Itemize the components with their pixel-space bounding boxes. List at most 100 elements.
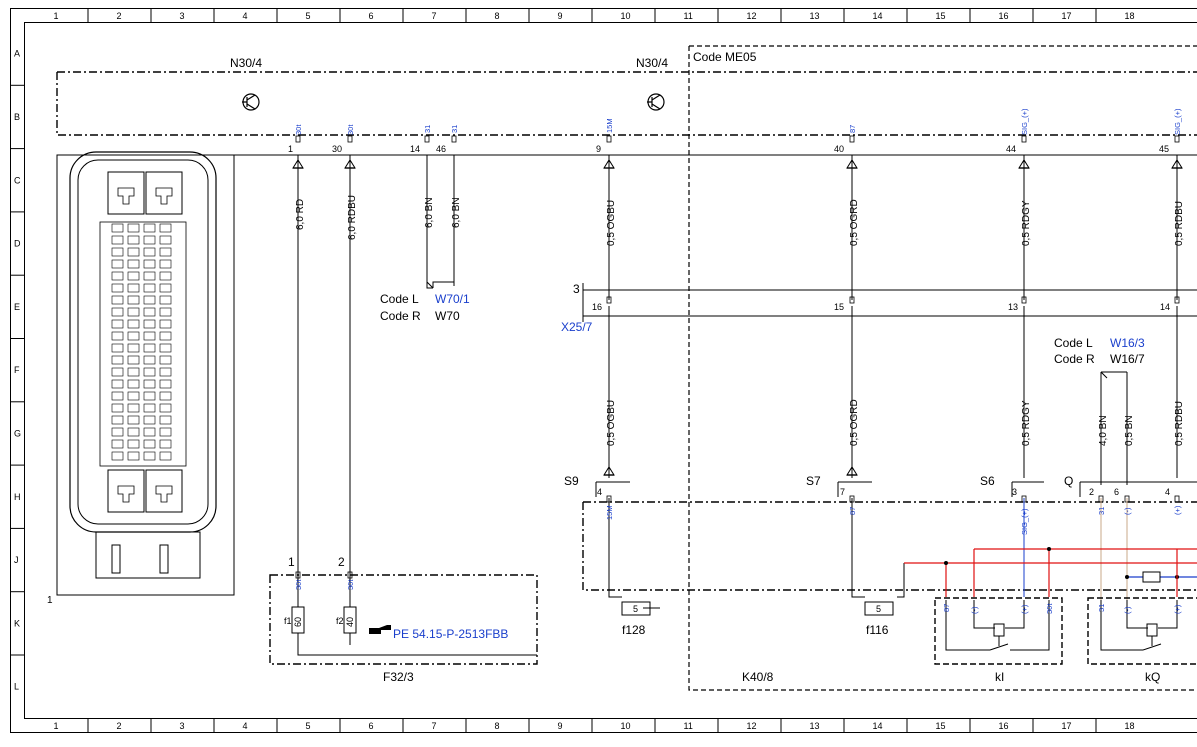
signal-label: 31 bbox=[1097, 507, 1106, 515]
code-me05-box bbox=[689, 46, 1197, 690]
connector-pin bbox=[112, 404, 123, 412]
connector-pin bbox=[144, 284, 155, 292]
f32-box bbox=[270, 575, 537, 664]
connector-pin bbox=[128, 368, 139, 376]
k40-label: K40/8 bbox=[742, 670, 774, 684]
connector-pin bbox=[160, 344, 171, 352]
connector-number: 1 bbox=[47, 595, 53, 606]
code-l-label-2: Code L bbox=[1054, 336, 1093, 350]
s6-label: S6 bbox=[980, 474, 995, 488]
connector-pin bbox=[160, 284, 171, 292]
connector-pin bbox=[128, 248, 139, 256]
grid-col-label: 10 bbox=[621, 721, 631, 731]
connector-pin bbox=[160, 260, 171, 268]
pin-marker bbox=[607, 136, 611, 142]
relay-ki-box bbox=[935, 598, 1062, 664]
grid-col-label: 16 bbox=[999, 721, 1009, 731]
n30-left-label: N30/4 bbox=[230, 56, 262, 70]
wire-set-right bbox=[609, 306, 1177, 485]
connector-pin bbox=[160, 236, 171, 244]
kq-label: kQ bbox=[1145, 670, 1160, 684]
connector-pin bbox=[144, 440, 155, 448]
fuse-value: 5 bbox=[633, 604, 638, 614]
code-l-label: Code L bbox=[380, 292, 419, 306]
connector-headers bbox=[596, 482, 1197, 497]
pin-marker bbox=[1022, 136, 1026, 142]
code-l-value-2: W16/3 bbox=[1110, 336, 1145, 350]
connector-pin bbox=[128, 272, 139, 280]
connector-pin bbox=[144, 380, 155, 388]
connector-block-icon bbox=[57, 152, 234, 595]
signal-label: 15M bbox=[605, 505, 614, 520]
connector-pin bbox=[128, 380, 139, 388]
connector-pin bbox=[144, 332, 155, 340]
connector-pin bbox=[160, 332, 171, 340]
connector-pin bbox=[112, 368, 123, 376]
s7-label: S7 bbox=[806, 474, 821, 488]
pin-marker bbox=[348, 136, 352, 142]
connector-pin bbox=[160, 296, 171, 304]
grid-row-label: G bbox=[14, 428, 21, 438]
fuse-wires bbox=[298, 572, 537, 655]
grid-col-label: 15 bbox=[936, 11, 946, 21]
grid-col-label: 1 bbox=[54, 11, 59, 21]
code-r-label-2: Code R bbox=[1054, 352, 1095, 366]
f128-label: f128 bbox=[622, 623, 646, 637]
grid-col-label: 13 bbox=[810, 11, 820, 21]
connector-pin bbox=[144, 392, 155, 400]
grid-col-label: 4 bbox=[243, 11, 248, 21]
grid-col-label: 17 bbox=[1062, 11, 1072, 21]
signal-label: (-) bbox=[970, 606, 979, 614]
connector-pin bbox=[112, 224, 123, 232]
grid-col-label: 9 bbox=[558, 11, 563, 21]
wire-label: 0,5 OGBU bbox=[606, 200, 617, 246]
connector-pin bbox=[160, 440, 171, 448]
grid-col-label: 11 bbox=[684, 11, 693, 21]
connector-pin bbox=[112, 236, 123, 244]
grid-col-label: 16 bbox=[999, 11, 1009, 21]
grid-col-label: 4 bbox=[243, 721, 248, 731]
pin-number: 16 bbox=[592, 302, 602, 312]
grid-row-label: D bbox=[14, 239, 21, 249]
signal-label: 87 bbox=[942, 604, 951, 612]
pointing-hand-icon bbox=[369, 625, 391, 634]
wire-label: 6,0 BN bbox=[451, 197, 462, 228]
grid-col-label: 9 bbox=[558, 721, 563, 731]
connector-pin bbox=[128, 308, 139, 316]
grid-col-label: 6 bbox=[369, 721, 374, 731]
pin-number: 14 bbox=[410, 144, 420, 154]
connector-pin bbox=[112, 260, 123, 268]
signal-label: 30t bbox=[294, 579, 303, 590]
connector-pin bbox=[128, 320, 139, 328]
resistor-icon bbox=[1143, 572, 1160, 582]
pin-number: 9 bbox=[596, 144, 601, 154]
code-r-value-2: W16/7 bbox=[1110, 352, 1145, 366]
connector-pin bbox=[160, 380, 171, 388]
fuse-id: f2 bbox=[336, 616, 344, 626]
grid-row-label: J bbox=[14, 555, 19, 565]
signal-label: 31 bbox=[423, 125, 432, 133]
k40-internal-wires bbox=[609, 498, 904, 608]
code-r-value: W70 bbox=[435, 309, 460, 323]
relay-icon bbox=[1101, 600, 1177, 650]
connector-pin bbox=[112, 344, 123, 352]
wire-label: 6,0 RDBU bbox=[347, 195, 358, 240]
connector-pin bbox=[128, 284, 139, 292]
connector-pin bbox=[112, 272, 123, 280]
connector-pin bbox=[160, 428, 171, 436]
pin-number: 2 bbox=[1089, 487, 1094, 497]
signal-label: 31 bbox=[1097, 604, 1106, 612]
signal-label: 30t bbox=[346, 124, 355, 135]
connector-pin bbox=[144, 248, 155, 256]
grid-row-label: C bbox=[14, 175, 21, 185]
connector-pin bbox=[112, 452, 123, 460]
wire-label: 0,5 OGBU bbox=[606, 400, 617, 446]
connector-pin bbox=[160, 368, 171, 376]
wire-label: 6,0 BN bbox=[424, 197, 435, 228]
pin-number: 14 bbox=[1160, 302, 1170, 312]
connector-pin bbox=[160, 404, 171, 412]
signal-label: SIG_(+) bbox=[1020, 508, 1029, 535]
transistor-icon bbox=[242, 94, 259, 110]
pe-reference-link[interactable]: PE 54.15-P-2513FBB bbox=[393, 627, 508, 641]
